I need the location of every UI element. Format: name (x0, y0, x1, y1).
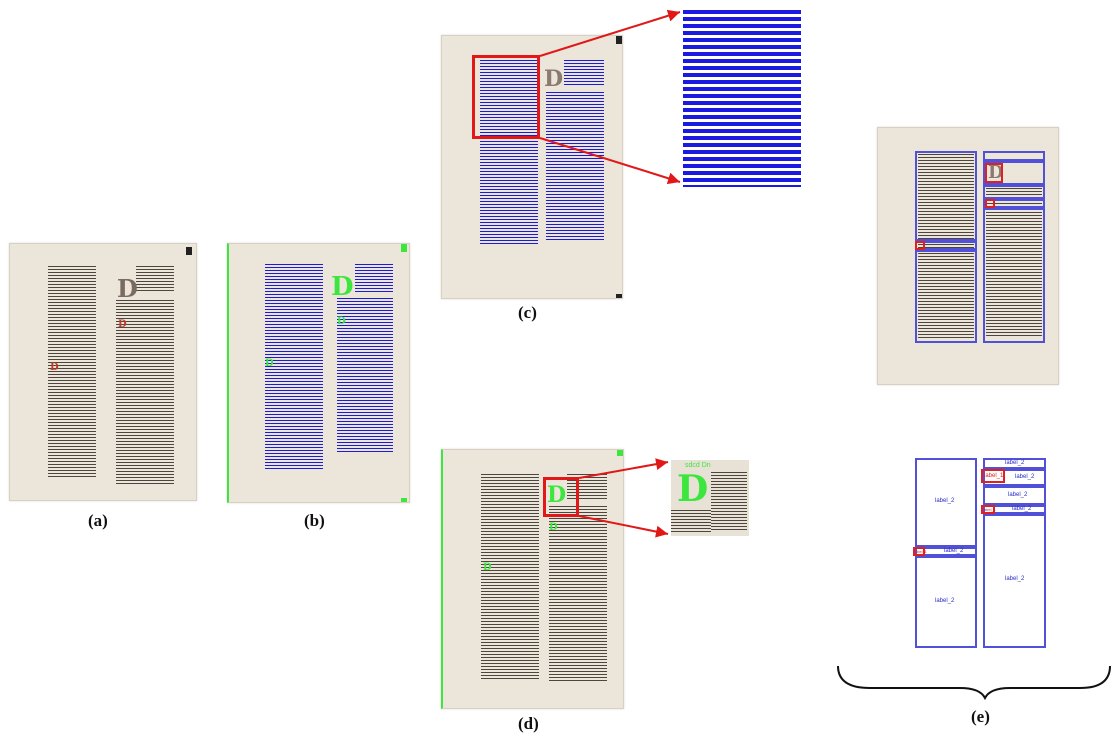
page-e-box-right-top (983, 151, 1045, 161)
page-b-initial-large: D (331, 272, 354, 302)
page-d-initial-small-2: D (483, 562, 492, 573)
layout-right-bottom (983, 514, 1046, 648)
page-b-corner-mark (401, 244, 407, 252)
page-b-left-column-text (265, 264, 323, 470)
page-a-initial-small-2: D (50, 362, 59, 373)
page-b-corner-mark-bottom (401, 498, 407, 502)
page-d-corner-mark (617, 450, 623, 456)
page-e-box-left-bottom (915, 250, 977, 343)
page-c-zoom-region-box (472, 55, 540, 139)
page-e-initial-large: D (988, 162, 1004, 183)
page-c-zoomed-text-patch (683, 10, 801, 187)
layout-right-4 (983, 505, 1046, 514)
page-b-text-detection: D D D (227, 243, 410, 503)
page-d-right-column-text (549, 506, 607, 682)
page-a-left-column (48, 266, 96, 478)
page-d-arrow-top (578, 458, 669, 479)
page-a-right-column-top (136, 266, 174, 292)
layout-label-right-2: label_2 (1015, 474, 1035, 480)
page-e-right-column-text (986, 188, 1042, 338)
caption-b: (b) (304, 511, 325, 530)
layout-left-top (915, 458, 977, 547)
page-a-right-column (116, 300, 174, 484)
page-e-box-right-3 (983, 185, 1045, 199)
page-e-box-left-top (915, 151, 977, 241)
layout-label-left-top: label_2 (935, 498, 955, 504)
layout-right-3 (983, 486, 1046, 505)
layout-label-right-3: label_2 (1008, 492, 1028, 498)
layout-left-small-red (913, 547, 925, 556)
layout-right-initial (981, 469, 1005, 483)
page-b-right-column-top-text (355, 264, 393, 292)
page-e-box-initial-large (985, 163, 1003, 183)
layout-left-bottom (915, 556, 977, 648)
page-d-zoom-text-bottom (671, 510, 711, 534)
caption-c: (c) (518, 303, 537, 322)
e-curly-brace (837, 665, 1111, 700)
page-d-decoration-zoom: D D D (441, 449, 624, 709)
layout-right-2 (983, 469, 1046, 486)
page-e-box-right-bottom (983, 208, 1045, 343)
page-e-box-right-4 (983, 199, 1045, 208)
page-c-right-column-text (546, 92, 604, 242)
page-c-right-column-top-text (564, 60, 604, 86)
page-a-corner-mark (186, 247, 192, 255)
page-c-corner-mark (616, 36, 622, 44)
page-d-zoom-text (711, 472, 747, 532)
page-e-box-initial-small-2 (915, 241, 925, 250)
layout-label-left-mid: label_2 (944, 548, 964, 554)
page-b-initial-small-2: D (265, 358, 274, 369)
page-c-left-column-text (480, 60, 538, 244)
page-c-initial-large: D (544, 66, 564, 92)
page-e-box-initial-small-1 (985, 199, 995, 208)
page-d-left-column-text (481, 474, 539, 680)
layout-label-left-bottom: label_2 (935, 598, 955, 604)
page-d-initial-small-1: D (549, 522, 558, 533)
page-b-right-column-text (337, 298, 393, 454)
page-a-original: D D D (9, 243, 197, 501)
page-e-left-column-text (918, 154, 974, 340)
page-d-zoom-region-box (543, 477, 579, 517)
page-a-initial-large: D (117, 274, 138, 303)
page-c-arrow-top (539, 9, 681, 57)
page-c-text-zoom: D (441, 35, 623, 299)
caption-e: (e) (971, 707, 990, 726)
page-c-arrow-bottom (539, 137, 681, 185)
layout-right-1 (983, 458, 1046, 469)
layout-left-mid (915, 547, 977, 556)
page-d-arrow-bottom (578, 515, 669, 538)
page-d-zoom-initial: D (677, 468, 709, 510)
caption-a: (a) (88, 511, 108, 530)
layout-label-right-bottom: label_2 (1005, 576, 1025, 582)
page-e-box-right-2 (983, 161, 1045, 185)
caption-d: (d) (518, 714, 539, 733)
layout-right-small-red (981, 505, 995, 514)
page-d-zoom-header: sdcd Dn (685, 462, 711, 469)
layout-label-left-small-red: label_1 (914, 549, 927, 554)
layout-label-right-1: label_2 (1005, 460, 1025, 466)
page-a-initial-small-1: D (118, 319, 127, 330)
layout-label-right-initial: label_1 (984, 473, 1004, 479)
page-b-initial-small-1: D (337, 316, 346, 327)
page-c-corner-mark-bottom (616, 294, 622, 298)
page-d-initial-large: D (547, 482, 567, 508)
layout-label-right-4: label_2 (1012, 506, 1032, 512)
layout-label-right-small-red: label_1 (983, 507, 996, 512)
page-d-zoomed-initial-patch: D sdcd Dn (671, 460, 749, 536)
